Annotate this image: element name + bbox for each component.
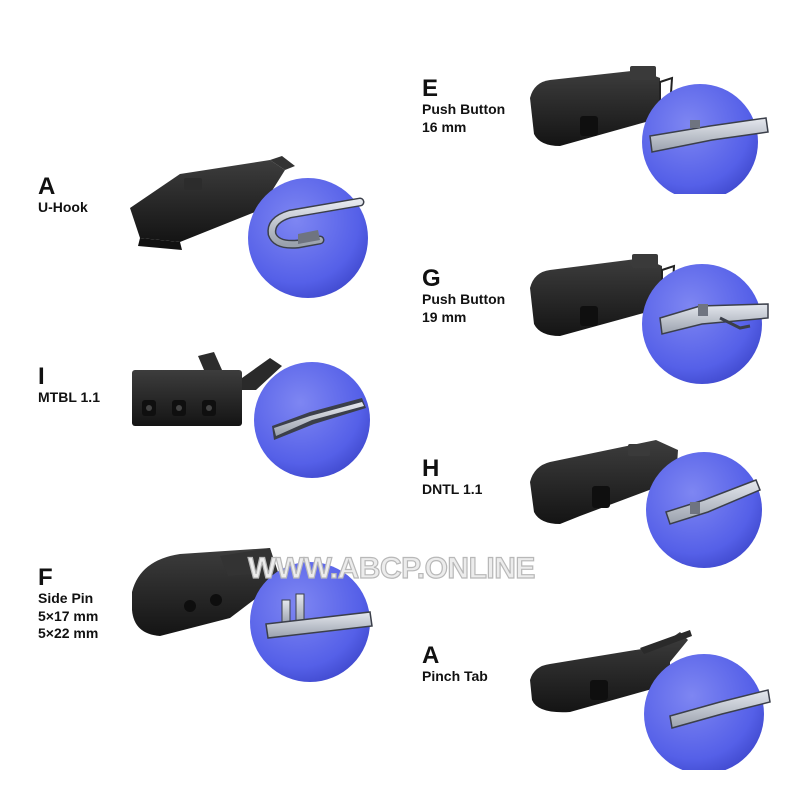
clip-body-icon [132,352,282,426]
adapter-description-line-2: 19 mm [422,308,467,325]
adapter-label: I MTBL 1.1 [38,364,100,407]
adapter-description-line-1: Push Button [422,101,506,118]
adapter-description-line-2: 5×17 mm [38,607,99,624]
u-hook-adapter-illustration [130,156,368,298]
clip-body-icon [530,66,674,146]
adapter-description: Pinch Tab [422,668,488,685]
detail-circle-icon [250,562,373,682]
adapter-letter: I [38,363,45,390]
mtbl-adapter-illustration [132,352,370,478]
side-pin-adapter-illustration [132,548,373,682]
detail-circle-icon [646,452,762,568]
adapter-label: A U-Hook [38,174,88,217]
adapter-label: A Pinch Tab [422,643,488,686]
clip-body-icon [530,630,692,713]
adapter-description: U-Hook [38,199,88,216]
adapter-description-line-2: 16 mm [422,118,467,135]
adapter-letter: H [422,455,440,482]
clip-body-icon [530,440,678,524]
adapter-description: DNTL 1.1 [422,481,483,498]
adapter-description-line-1: Push Button [422,291,506,308]
push-button-19-adapter-illustration [530,254,769,384]
detail-circle-icon [642,264,769,384]
watermark-text: WWW.ABCP.ONLINE [247,551,536,585]
pinch-tab-adapter-illustration [530,630,771,770]
adapter-label: G Push Button 19 mm [422,266,505,326]
adapter-label: E Push Button 16 mm [422,76,505,136]
adapter-label: H DNTL 1.1 [422,456,482,499]
adapter-letter: E [422,75,439,102]
detail-circle-icon [248,178,368,298]
clip-body-icon [132,548,280,636]
detail-circle-icon [254,362,370,478]
detail-circle-icon [642,84,769,194]
detail-circle-icon [644,654,771,770]
adapter-description-line-1: Side Pin [38,590,94,607]
adapter-description-line-3: 5×22 mm [38,625,99,642]
adapter-letter: F [38,564,53,591]
adapter-description: MTBL 1.1 [38,389,100,406]
adapter-letter: A [38,173,56,200]
push-button-16-adapter-illustration [530,66,769,194]
adapter-label: F Side Pin 5×17 mm 5×22 mm [38,565,98,643]
adapter-letter: A [422,642,440,669]
adapter-letter: G [422,265,441,292]
clip-body-icon [130,156,295,250]
dntl-adapter-illustration [530,440,762,568]
